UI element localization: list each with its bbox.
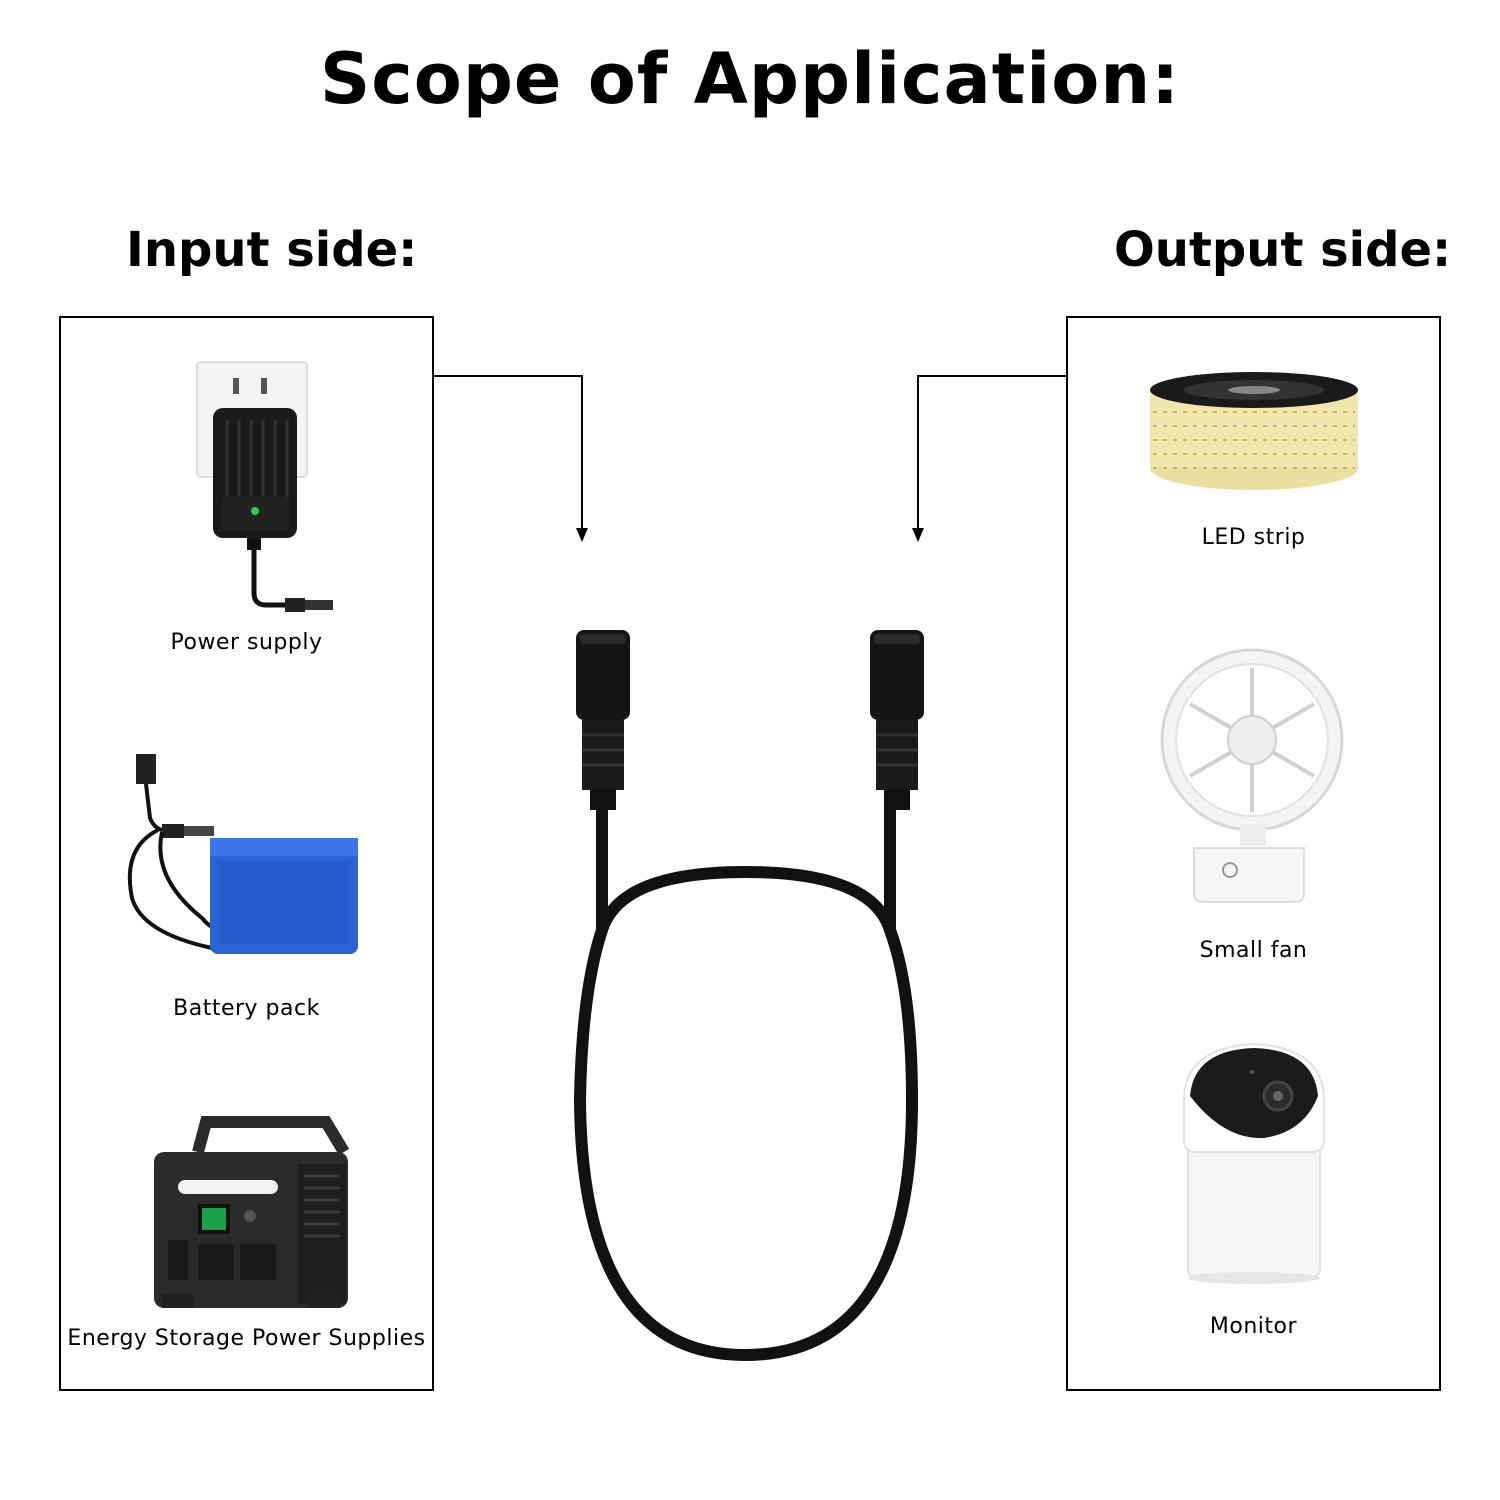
camera-icon: [1182, 1042, 1325, 1284]
power-supply-item: [61, 358, 432, 618]
output-panel: LED strip Small fan: [1066, 316, 1441, 1391]
small-fan-label: Small fan: [1199, 938, 1308, 963]
led-strip-label: LED strip: [1201, 525, 1306, 550]
left-dc-connector: [576, 630, 630, 810]
monitor-label: Monitor: [1209, 1314, 1298, 1339]
small-fan-item: [1068, 648, 1439, 908]
battery-pack-item: [61, 748, 432, 983]
battery-pack-label: Battery pack: [173, 996, 320, 1021]
input-side-heading: Input side:: [126, 222, 418, 278]
cable-wire: [574, 800, 918, 1361]
output-arrow: [912, 375, 1066, 542]
power-station-icon: [153, 1116, 349, 1308]
power-station-item: [61, 1116, 432, 1316]
wall-adapter-icon: [195, 361, 333, 612]
power-supply-label: Power supply: [170, 630, 323, 655]
battery-pack-icon: [127, 754, 358, 954]
monitor-item: [1068, 1040, 1439, 1285]
page-title: Scope of Application:: [319, 38, 1181, 120]
fan-icon: [1160, 648, 1343, 903]
input-panel: Power supply Battery pack: [59, 316, 434, 1391]
led-strip-icon: [1149, 372, 1358, 490]
led-strip-item: [1068, 368, 1439, 498]
output-side-heading: Output side:: [1114, 222, 1452, 278]
input-arrow: [434, 375, 588, 542]
energy-storage-label: Energy Storage Power Supplies: [67, 1326, 426, 1351]
right-dc-connector: [870, 630, 924, 810]
